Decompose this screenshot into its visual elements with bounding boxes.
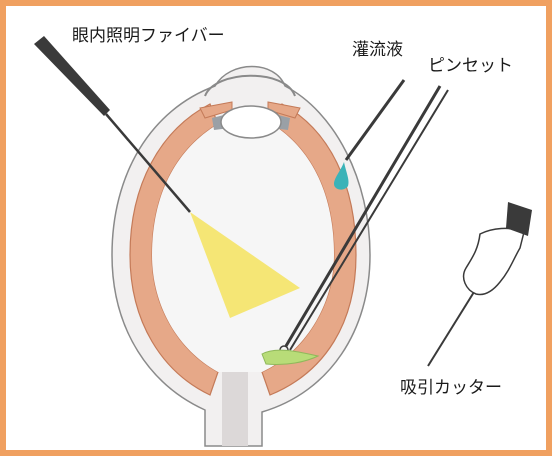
optic-nerve xyxy=(222,372,248,446)
label-forceps: ピンセット xyxy=(428,56,513,76)
label-light-fiber: 眼内照明ファイバー xyxy=(72,26,225,46)
vitrectomy-cutter-icon xyxy=(428,202,532,366)
irrigation-cannula xyxy=(346,80,404,160)
lens xyxy=(221,106,281,138)
vitreous-cavity xyxy=(152,124,334,372)
label-cutter: 吸引カッター xyxy=(400,378,502,398)
label-irrigation: 灌流液 xyxy=(352,40,403,60)
